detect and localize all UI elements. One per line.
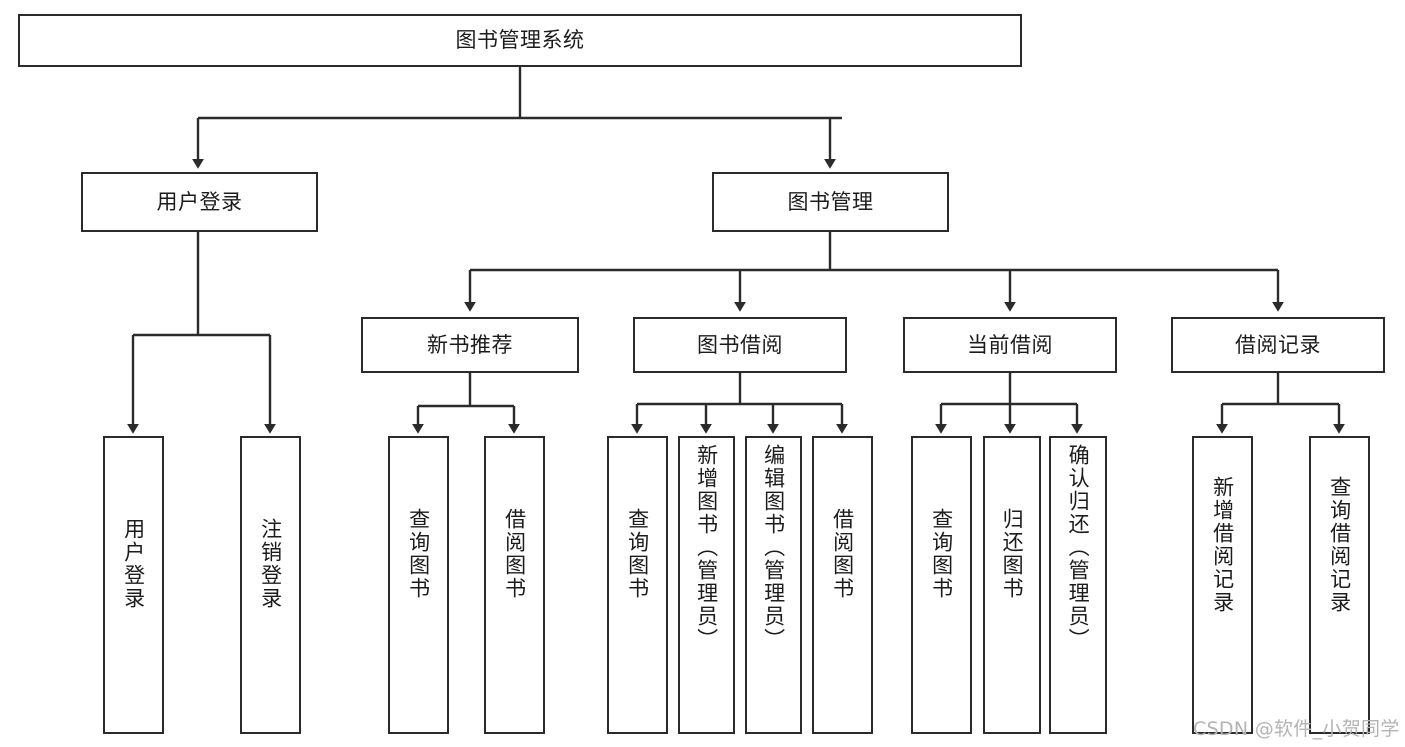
node-leaf-edit-book-label: 编辑图书（管理员） <box>761 444 786 651</box>
node-user-login[interactable]: 用户登录 <box>81 172 318 232</box>
node-leaf-query-book-1-label: 查询图书 <box>406 508 431 600</box>
node-leaf-add-record[interactable]: 新增借阅记录 <box>1192 436 1253 734</box>
node-leaf-query-book-2-label: 查询图书 <box>625 508 650 600</box>
node-leaf-return-book-label: 归还图书 <box>1000 508 1025 600</box>
node-leaf-borrow-book-1[interactable]: 借阅图书 <box>484 436 545 734</box>
node-current-borrow-label: 当前借阅 <box>967 332 1053 357</box>
node-leaf-query-book-3[interactable]: 查询图书 <box>911 436 972 734</box>
node-leaf-query-record[interactable]: 查询借阅记录 <box>1309 436 1370 734</box>
node-leaf-edit-book[interactable]: 编辑图书（管理员） <box>745 436 802 734</box>
node-borrow-record-label: 借阅记录 <box>1235 332 1321 357</box>
node-book-manage-label: 图书管理 <box>787 189 874 214</box>
node-current-borrow[interactable]: 当前借阅 <box>903 317 1117 373</box>
node-leaf-add-record-label: 新增借阅记录 <box>1210 476 1235 614</box>
node-leaf-user-login-label: 用户登录 <box>121 518 146 610</box>
node-user-login-label: 用户登录 <box>156 189 243 214</box>
node-leaf-logout-label: 注销登录 <box>258 518 283 610</box>
node-leaf-add-book[interactable]: 新增图书（管理员） <box>678 436 735 734</box>
node-leaf-borrow-book-2-label: 借阅图书 <box>830 508 855 600</box>
node-leaf-borrow-book-1-label: 借阅图书 <box>502 508 527 600</box>
node-leaf-query-book-1[interactable]: 查询图书 <box>388 436 449 734</box>
node-leaf-query-book-2[interactable]: 查询图书 <box>607 436 668 734</box>
node-root[interactable]: 图书管理系统 <box>18 14 1022 67</box>
node-leaf-add-book-label: 新增图书（管理员） <box>694 444 719 651</box>
node-book-borrow-label: 图书借阅 <box>697 332 783 357</box>
node-leaf-return-book[interactable]: 归还图书 <box>983 436 1041 734</box>
node-leaf-borrow-book-2[interactable]: 借阅图书 <box>812 436 873 734</box>
node-new-book-recommend[interactable]: 新书推荐 <box>361 317 579 373</box>
node-leaf-confirm-return-label: 确认归还（管理员） <box>1066 444 1091 651</box>
node-new-book-recommend-label: 新书推荐 <box>427 332 513 357</box>
node-leaf-logout[interactable]: 注销登录 <box>240 436 301 734</box>
node-leaf-query-record-label: 查询借阅记录 <box>1327 476 1352 614</box>
node-leaf-user-login[interactable]: 用户登录 <box>103 436 164 734</box>
watermark-text: CSDN @软件_小贺同学 <box>1193 718 1400 740</box>
node-book-manage[interactable]: 图书管理 <box>712 172 949 232</box>
node-leaf-confirm-return[interactable]: 确认归还（管理员） <box>1049 436 1107 734</box>
node-root-label: 图书管理系统 <box>455 28 585 53</box>
node-book-borrow[interactable]: 图书借阅 <box>633 317 847 373</box>
node-leaf-query-book-3-label: 查询图书 <box>929 508 954 600</box>
node-borrow-record[interactable]: 借阅记录 <box>1171 317 1385 373</box>
